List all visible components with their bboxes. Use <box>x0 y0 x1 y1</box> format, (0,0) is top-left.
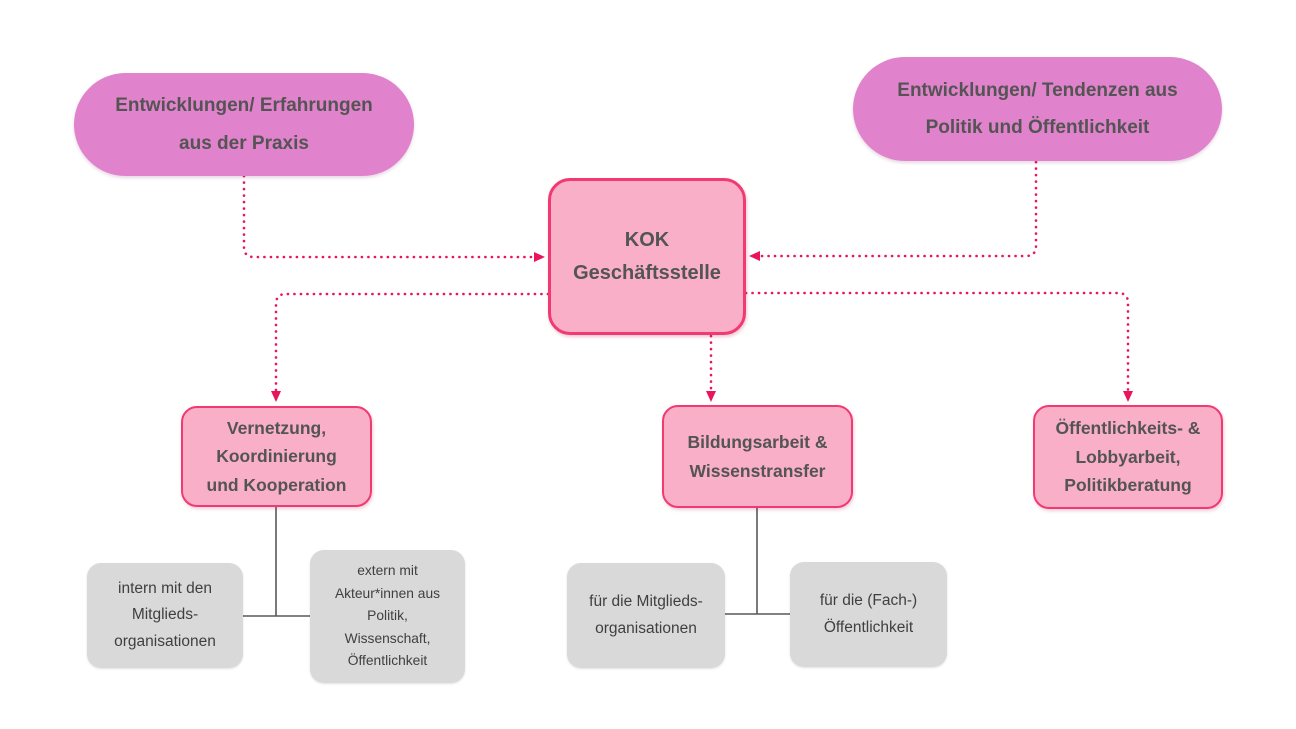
node-leaf-fuer-fachoeffentlichkeit: für die (Fach-) Öffentlichkeit <box>790 562 947 667</box>
node-input-politik: Entwicklungen/ Tendenzen aus Politik und… <box>853 57 1222 161</box>
line-vernetzung-to-leaves <box>243 507 310 617</box>
node-input-praxis: Entwicklungen/ Erfahrungen aus der Praxi… <box>74 73 414 176</box>
arrow-praxis-to-kok <box>242 174 545 262</box>
arrow-kok-to-oeffentlichkeitsarbeit <box>744 291 1133 402</box>
line-bildungsarbeit-to-leaves <box>725 508 790 615</box>
arrow-kok-to-vernetzung <box>271 292 550 402</box>
node-leaf-fuer-mitgliedsorganisationen: für die Mitglieds- organisationen <box>567 563 725 668</box>
node-branch-bildungsarbeit: Bildungsarbeit & Wissenstransfer <box>662 405 853 508</box>
node-leaf-intern-mitgliedsorganisationen: intern mit den Mitglieds- organisationen <box>87 563 243 668</box>
node-kok-geschaeftsstelle: KOK Geschäftsstelle <box>548 178 746 335</box>
node-branch-oeffentlichkeitsarbeit: Öffentlichkeits- & Lobbyarbeit, Politikb… <box>1033 405 1223 509</box>
node-branch-vernetzung: Vernetzung, Koordinierung und Kooperatio… <box>181 406 372 507</box>
node-leaf-extern-akteure: extern mit Akteur*innen aus Politik, Wis… <box>310 550 465 683</box>
arrow-politik-to-kok <box>749 160 1038 261</box>
